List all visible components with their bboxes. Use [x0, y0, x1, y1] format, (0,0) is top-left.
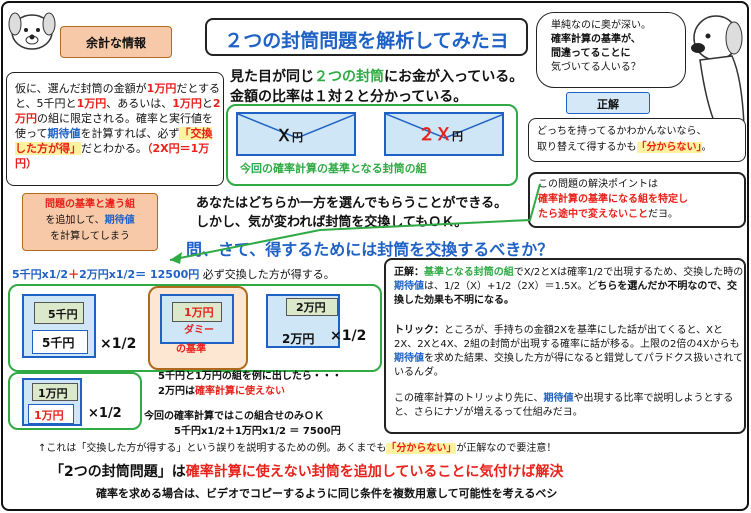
dog-mascot-left-icon: [8, 12, 56, 50]
note-unusable: 2万円は確率計算に使えない: [158, 386, 285, 397]
note-example: 5千円と1万円の組を例に出したら・・・: [158, 371, 342, 382]
arrow-note-box: 問題の基準と違う組 を追加して、期待値 を計算してしまう: [22, 193, 158, 251]
green-arrow-icon: [169, 183, 541, 264]
answer-label: 正解: [566, 92, 650, 114]
title-box: ２つの封筒問題を解析してみたヨ: [205, 18, 528, 56]
envelope-caption: 今回の確率計算の基準となる封筒の組: [240, 162, 427, 175]
thought-bubble: 単純なのに奥が深い。 確率計算の基準が、 間違ってることに 気づいてる人いる？: [536, 12, 686, 88]
intro-line-2: 金額の比率は１対２と分かっている。: [230, 89, 468, 105]
extra-info-text: 仮に、選んだ封筒の金額が1万円だとすると、5千円と1万円、あるいは、1万円と2万…: [15, 82, 221, 170]
page-title: ２つの封筒問題を解析してみたヨ: [224, 30, 509, 52]
wrong-pair-group: [8, 284, 382, 372]
intro-line-1: 見た目が同じ２つの封筒にお金が入っている。: [230, 69, 524, 85]
formula-line: 5千円x1/2＋2万円x1/2＝ 12500円 必ず交換した方が得する。: [12, 268, 335, 281]
envelope-2x[interactable]: ２Ｘ円: [384, 112, 504, 156]
solution-point-box: この問題の解決ポイントは 確率計算の基準になる組を特定し たら途中で変えないこと…: [528, 172, 746, 228]
card-5000-mult: ×1/2: [100, 336, 137, 352]
dummy-label: の基準: [176, 344, 206, 355]
answer-box: どっちを持ってるかわかんないなら、 取り替えて得するかも「分からない」。: [528, 118, 746, 162]
note-only-ok: 今回の確率計算ではこの組合せのみＯＫ: [144, 411, 324, 422]
footer-note: ↑これは「交換した方が得する」という誤りを説明するための例。あくまでも「分からな…: [38, 443, 557, 454]
envelope-x[interactable]: Ｘ円: [236, 112, 356, 156]
note-expected-7500: 5千円x1/2＋1万円x1/2 ＝ 7500円: [174, 426, 341, 437]
question-text: 問、さて、得するためには封筒を交換するべきか？: [186, 240, 554, 259]
valid-pair-group: [8, 372, 142, 430]
card-10000-mult: ×1/2: [88, 406, 122, 421]
card-5000[interactable]: 5千円 5千円: [22, 294, 96, 358]
extra-info-label: 余計な情報: [60, 26, 172, 58]
extra-info-box: 仮に、選んだ封筒の金額が1万円だとすると、5千円と1万円、あるいは、1万円と2万…: [6, 72, 224, 186]
solution-box: 正解：基準となる封筒の組でX/2とXは確率1/2で出現するため、交換した時の期待…: [384, 258, 746, 434]
card-20000-bottom: 2万円: [282, 332, 315, 346]
card-dummy[interactable]: 1万円 ダミー: [160, 294, 234, 344]
card-20000-mult: ×1/2: [330, 328, 367, 344]
footer-main: 「2つの封筒問題」は確率計算に使えない封筒を追加していることに気付けば解決: [50, 464, 564, 480]
card-20000[interactable]: 2万円: [266, 294, 340, 348]
choice-line-1: あなたはどちらか一方を選んでもらうことができる。: [196, 196, 508, 211]
card-10000[interactable]: 1万円 1万円: [22, 378, 82, 426]
dog-mascot-right-icon: [691, 15, 745, 127]
footer-sub: 確率を求める場合は、ビデオでコピーするように同じ条件を複数用意して可能性を考える…: [96, 487, 558, 500]
envelope-pair-group: [226, 104, 518, 186]
